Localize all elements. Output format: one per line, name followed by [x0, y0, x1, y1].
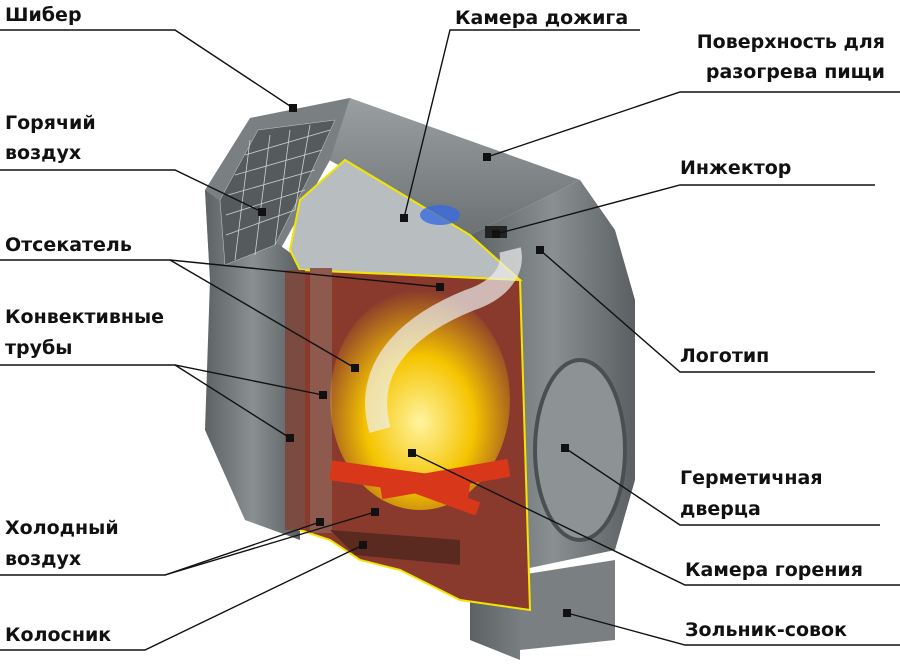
grate-shape: [330, 530, 460, 565]
stove-left-side: [205, 190, 300, 540]
label-hot-air-line2: воздух: [5, 142, 82, 164]
label-door-line1: Герметичная: [680, 467, 823, 489]
convective-tube: [310, 268, 332, 533]
label-injector: Инжектор: [680, 157, 792, 179]
grille-mesh: [225, 124, 331, 261]
label-afterburn-chamber: Камера дожига: [455, 7, 629, 29]
firewood: [329, 458, 511, 516]
label-convective-line1: Конвективные: [5, 306, 165, 328]
label-door-line2: дверца: [680, 498, 761, 520]
smoke: [365, 247, 522, 434]
leader-dots: [258, 104, 571, 617]
label-surface-line1: Поверхность для: [696, 31, 885, 53]
leader-lines: [0, 29, 900, 651]
injector-flame: [420, 205, 460, 225]
label-cold-air-line2: воздух: [5, 548, 82, 570]
label-grate: Колосник: [5, 624, 112, 646]
label-surface-line2: разогрева пищи: [705, 61, 885, 83]
label-combustion-chamber: Камера горения: [685, 559, 863, 581]
door: [533, 358, 627, 542]
label-cold-air-line1: Холодный: [5, 517, 119, 539]
convective-tube: [285, 270, 305, 530]
label-shiber: Шибер: [5, 4, 82, 26]
label-cutoff: Отсекатель: [5, 234, 132, 256]
ash-pan: [520, 560, 615, 650]
flame: [330, 290, 510, 510]
label-hot-air-line1: Горячий: [5, 112, 96, 134]
label-ash-pan: Зольник-совок: [685, 619, 847, 641]
label-convective-line2: трубы: [5, 337, 73, 359]
label-logo: Логотип: [680, 345, 770, 367]
